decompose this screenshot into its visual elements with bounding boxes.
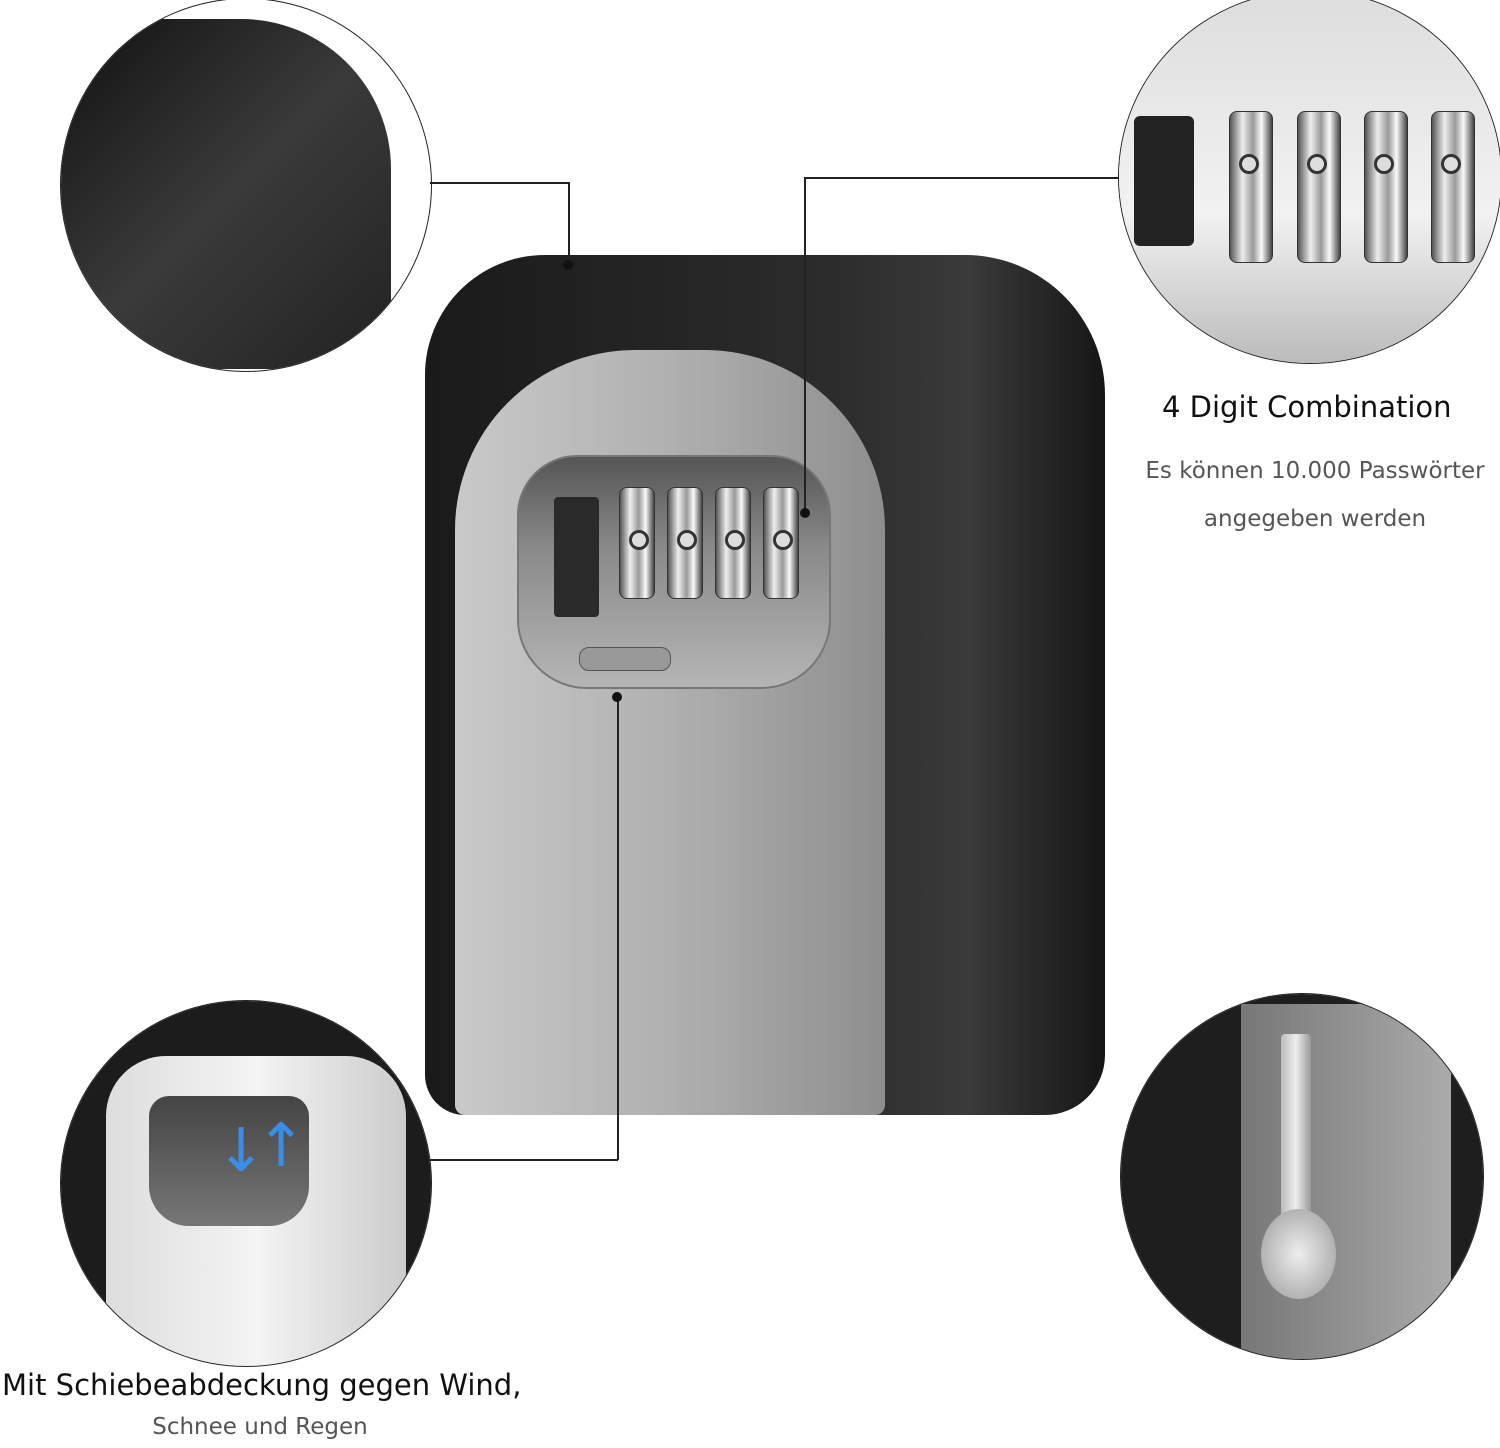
dial-1	[619, 487, 655, 599]
dial-window	[517, 455, 831, 689]
callout-line	[430, 182, 569, 184]
callout-line	[568, 182, 570, 264]
callout-line	[430, 1159, 618, 1161]
arrow-up-icon: ↑	[256, 1116, 306, 1176]
callout-dot	[563, 260, 573, 270]
detail-circle-slide-cover: ↓ ↑	[60, 1000, 432, 1367]
callout-dot	[612, 692, 622, 702]
key-lockbox	[425, 255, 1105, 1115]
cover-title: Mit Schiebeabdeckung gegen Wind,	[2, 1368, 521, 1402]
dial-2	[667, 487, 703, 599]
callout-line	[805, 177, 1118, 179]
combination-line2: angegeben werden	[1130, 506, 1500, 532]
callout-line	[617, 697, 619, 1160]
combination-line1: Es können 10.000 Passwörter	[1130, 458, 1500, 484]
slide-cover-handle	[579, 647, 671, 671]
detail-circle-dials	[1118, 0, 1500, 364]
combination-title: 4 Digit Combination	[1162, 390, 1452, 424]
dial-3	[715, 487, 751, 599]
callout-line	[804, 177, 806, 512]
release-button	[554, 497, 599, 617]
cover-subtitle: Schnee und Regen	[60, 1414, 460, 1440]
callout-dot	[800, 508, 810, 518]
detail-circle-corner	[60, 0, 432, 372]
dial-4	[763, 487, 799, 599]
detail-circle-key-inside	[1120, 993, 1484, 1360]
